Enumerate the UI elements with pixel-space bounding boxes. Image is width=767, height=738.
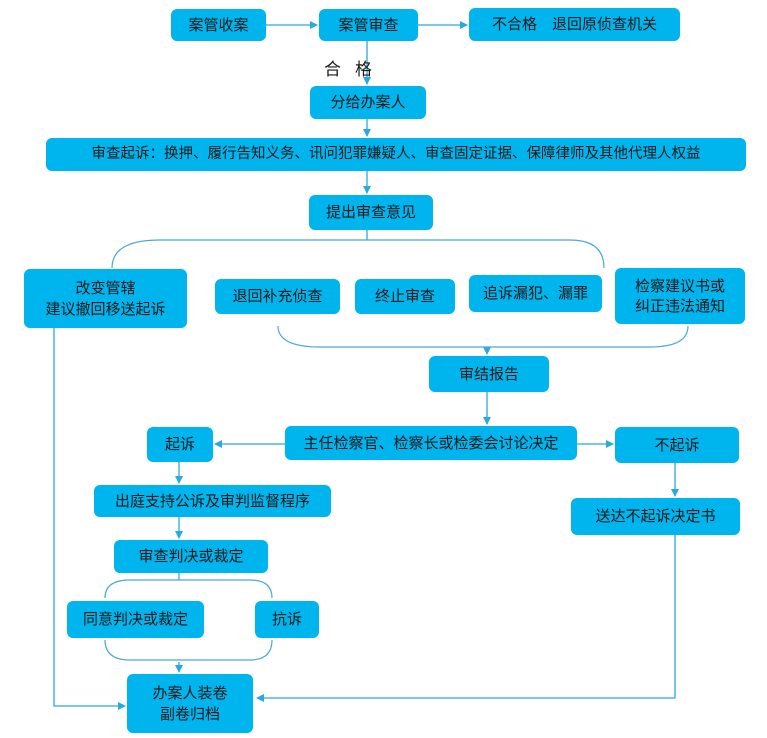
node-advice-line2: 纠正违法通知 (634, 297, 725, 315)
brace-opinion-split (111, 239, 605, 269)
node-prosecution-review: 审查起诉：换押、履行告知义务、讯问犯罪嫌疑人、审查固定证据、保障律师及其他代理人… (46, 138, 746, 171)
arrow-deliver-archive (256, 535, 676, 702)
node-archive-line2: 副卷归档 (159, 704, 220, 723)
node-protest: 抗诉 (255, 601, 319, 638)
node-change-line2: 建议撤回移送起诉 (45, 299, 166, 318)
node-decision: 主任检察官、检察长或检委会讨论决定 (285, 426, 577, 460)
brace-report-merge (277, 325, 689, 348)
node-advice: 检察建议书或 纠正违法通知 (615, 268, 745, 324)
node-report: 审结报告 (429, 356, 549, 392)
arrow-change-archive (53, 328, 126, 710)
node-archive: 办案人装卷 副卷归档 (127, 674, 253, 733)
node-intake: 案管收案 (171, 9, 266, 41)
node-reject: 不合格 退回原侦查机关 (469, 8, 680, 41)
node-change-line1: 改变管辖 (75, 279, 136, 298)
node-advice-line1: 检察建议书或 (634, 276, 725, 295)
node-archive-line1: 办案人装卷 (152, 684, 228, 703)
node-no-prosecute: 不起诉 (615, 427, 739, 463)
node-agree: 同意判决或裁定 (67, 601, 204, 638)
node-change-jurisdiction: 改变管辖 建议撤回移送起诉 (24, 269, 187, 328)
node-assign: 分给办案人 (310, 86, 426, 119)
node-deliver: 送达不起诉决定书 (571, 498, 740, 535)
node-terminate: 终止审查 (355, 279, 455, 314)
brace-archive-merge (104, 639, 273, 661)
node-opinion: 提出审查意见 (309, 195, 433, 230)
node-prosecute: 起诉 (147, 427, 213, 462)
node-judgment-review: 审查判决或裁定 (114, 540, 268, 573)
label-pass: 合格 (324, 60, 386, 80)
node-omitted: 追诉漏犯、漏罪 (469, 275, 602, 312)
node-court: 出庭支持公诉及审判监督程序 (94, 485, 331, 517)
brace-judgment-split (104, 579, 273, 599)
node-review: 案管审查 (319, 9, 418, 41)
node-return-investigation: 退回补充侦查 (215, 279, 340, 314)
